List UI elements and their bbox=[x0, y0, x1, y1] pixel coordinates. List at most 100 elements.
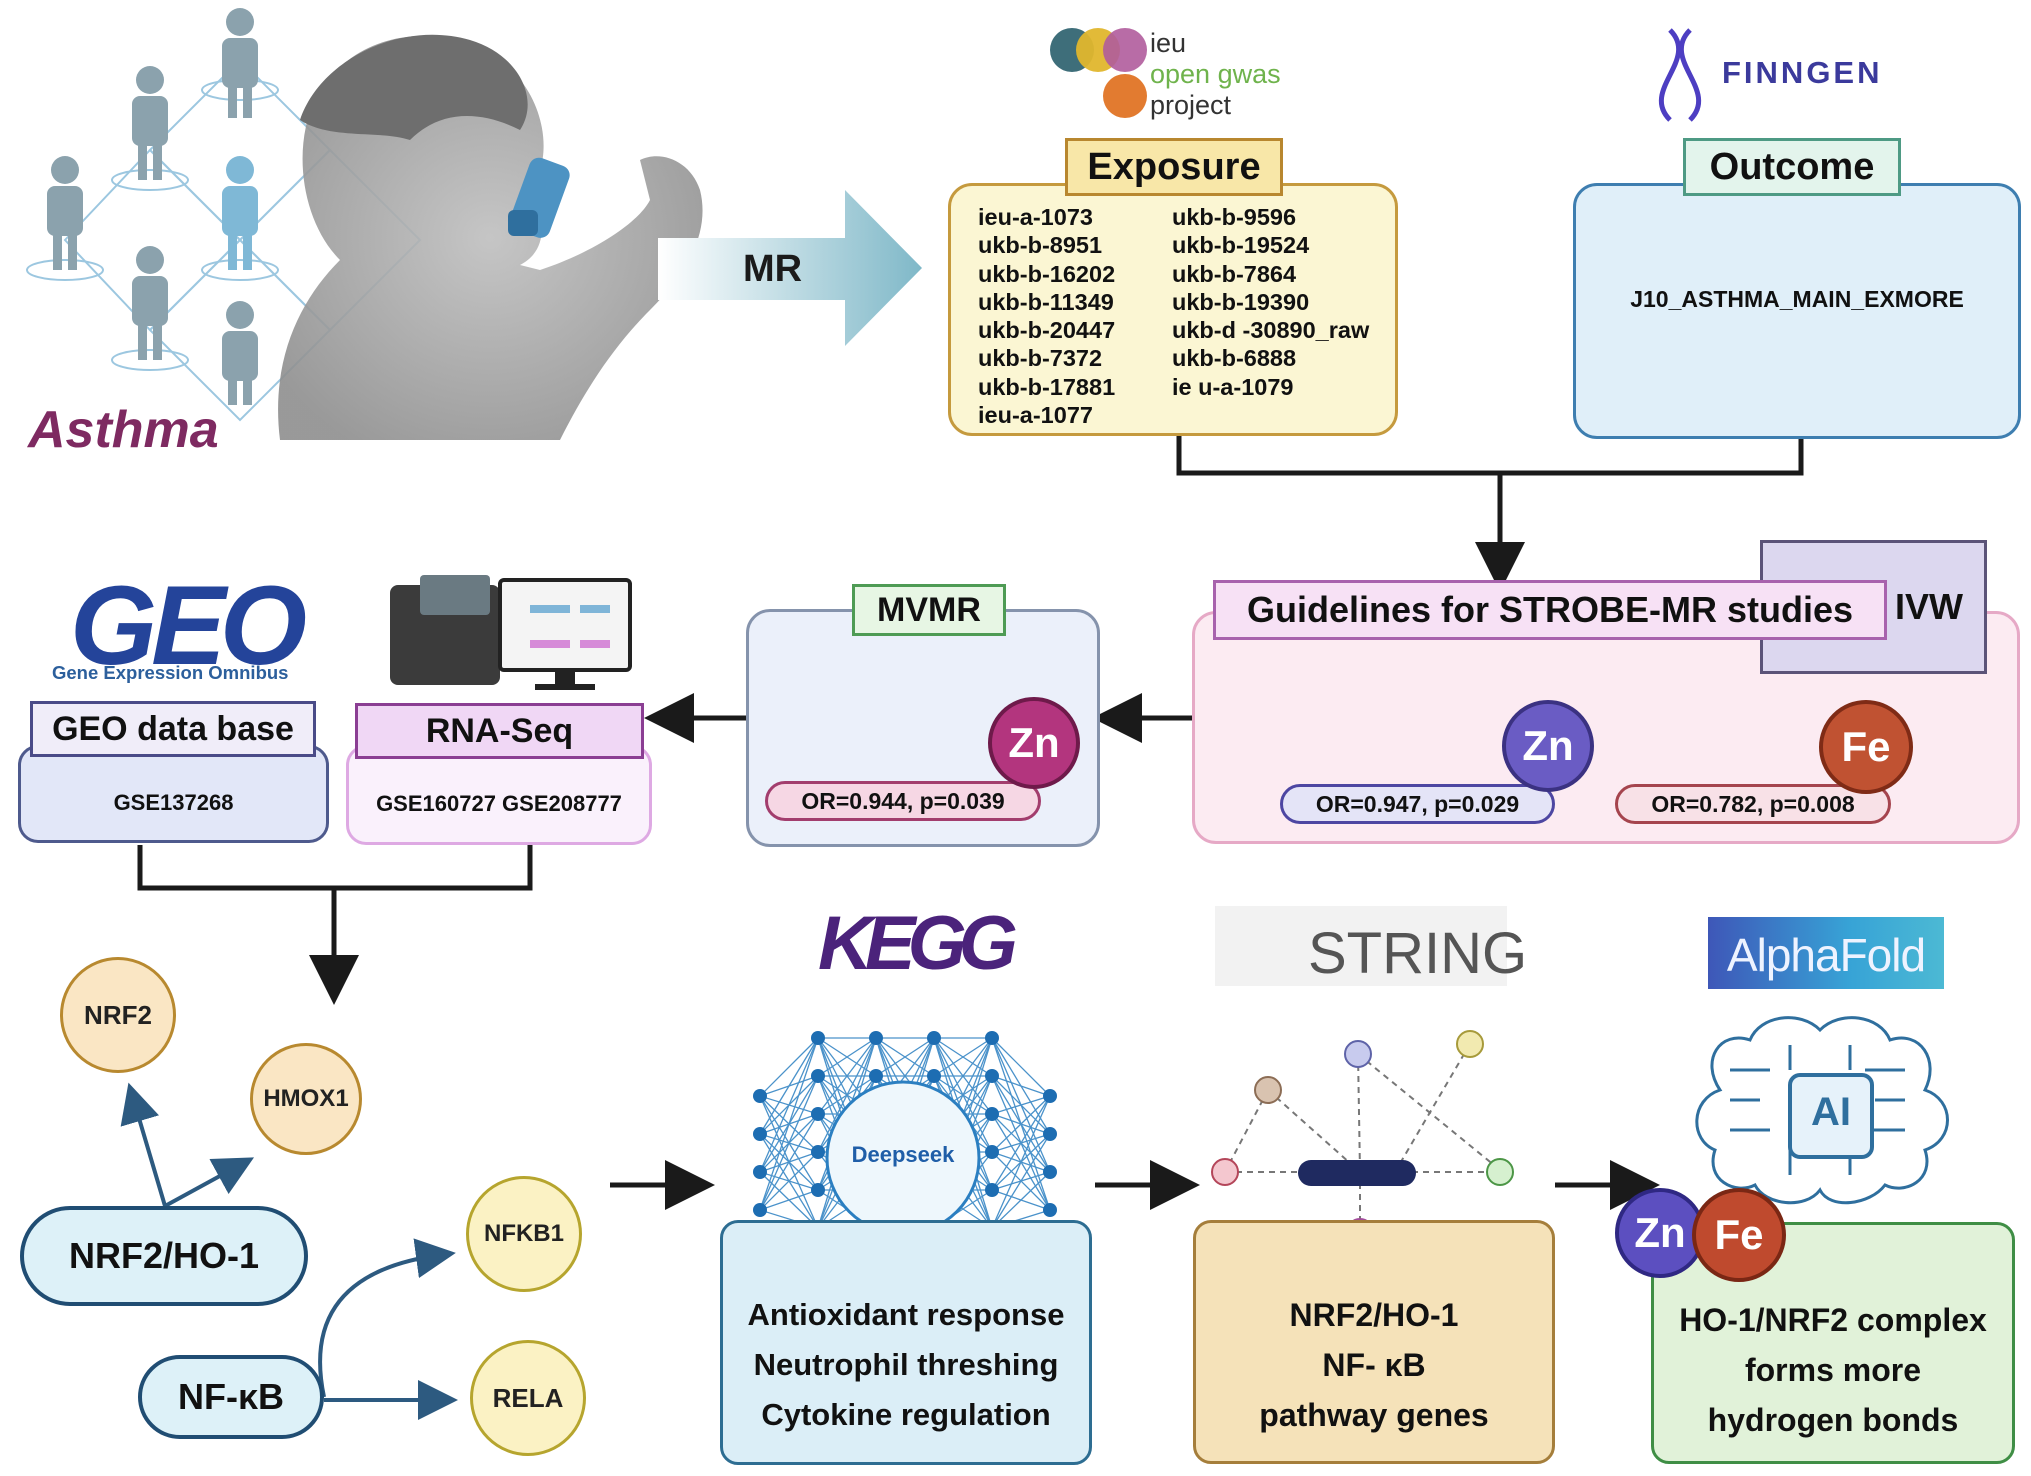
exposure-label: Exposure bbox=[1065, 138, 1283, 196]
exposure-id: ukb-b-16202 bbox=[978, 260, 1116, 287]
network-node bbox=[753, 1165, 767, 1179]
string-results-box bbox=[1193, 1220, 1555, 1464]
string-network-illustration bbox=[1224, 1043, 1501, 1243]
mvmr-zn-badge: Zn bbox=[988, 697, 1080, 789]
alphafold-logo-background bbox=[1708, 917, 1944, 989]
child-inhaler-illustration bbox=[278, 34, 703, 440]
exposure-id: ukb-d -30890_raw bbox=[1172, 317, 1370, 344]
ieu-logo-text: ieu open gwas project bbox=[1150, 28, 1281, 121]
alphafold-logo: AlphaFold bbox=[1726, 929, 1926, 981]
alphafold-result-line: HO-1/NRF2 complex bbox=[1679, 1302, 1987, 1338]
geo-database-box bbox=[18, 745, 329, 843]
network-node bbox=[985, 1145, 999, 1159]
gene-nrf2: NRF2 bbox=[60, 957, 176, 1073]
strobe-mr-label: Guidelines for STROBE-MR studies bbox=[1213, 580, 1887, 640]
network-edge bbox=[933, 1037, 993, 1077]
network-edge bbox=[991, 1037, 1051, 1097]
network-edge bbox=[759, 1113, 819, 1211]
exposure-id: ukb-b-11349 bbox=[978, 288, 1114, 315]
ai-label: AI bbox=[1811, 1090, 1851, 1134]
string-result-line: pathway genes bbox=[1259, 1397, 1489, 1433]
geo-database-label: GEO data base bbox=[30, 701, 316, 757]
asthma-title: Asthma bbox=[28, 401, 219, 459]
geo-rna-connector bbox=[137, 845, 533, 1005]
exposure-id-list: ieu-a-1073 ukb-b-8951 ukb-b-16202 ukb-b-… bbox=[978, 203, 1378, 429]
mr-label: MR bbox=[743, 248, 803, 290]
network-node bbox=[869, 1031, 883, 1045]
geo-dataset-id: GSE137268 bbox=[113, 790, 234, 815]
network-edge bbox=[759, 1151, 819, 1211]
exposure-id: ukb-b-7372 bbox=[978, 345, 1103, 372]
kegg-result-line: Antioxidant response bbox=[747, 1297, 1065, 1332]
gene-nfkb1: NFKB1 bbox=[466, 1176, 582, 1292]
gene-rela: RELA bbox=[470, 1340, 586, 1456]
mr-arrow bbox=[658, 190, 922, 346]
network-node bbox=[985, 1183, 999, 1197]
string-logo: STRING bbox=[1308, 921, 1528, 986]
ieu-logo-line: project bbox=[1150, 90, 1232, 120]
ai-chip-illustration bbox=[1695, 1016, 1949, 1205]
finngen-logo: FINNGEN bbox=[1722, 55, 1883, 90]
rna-seq-label: RNA-Seq bbox=[355, 703, 644, 759]
rna-seq-dataset-ids: GSE160727 GSE208777 bbox=[376, 791, 622, 816]
person-icons bbox=[47, 8, 258, 405]
network-node bbox=[869, 1069, 883, 1083]
network-edge bbox=[991, 1095, 1051, 1229]
network-node bbox=[811, 1183, 825, 1197]
mvmr-odds-ratio: OR=0.944, p=0.039 bbox=[765, 781, 1041, 821]
exposure-id: ieu-a-1077 bbox=[978, 402, 1093, 429]
network-node bbox=[1043, 1089, 1057, 1103]
pathway-arrows bbox=[120, 1082, 458, 1420]
network-node bbox=[927, 1031, 941, 1045]
network-edge bbox=[991, 1133, 1051, 1229]
exposure-id-column-1: ieu-a-1073 ukb-b-8951 ukb-b-16202 ukb-b-… bbox=[978, 203, 1172, 429]
network-edge bbox=[991, 1095, 1051, 1115]
mvmr-label: MVMR bbox=[852, 584, 1006, 636]
network-node bbox=[985, 1107, 999, 1121]
network-node bbox=[753, 1203, 767, 1217]
geo-logo: GEO bbox=[70, 563, 307, 688]
string-logo-background bbox=[1215, 906, 1507, 986]
network-edge bbox=[991, 1171, 1051, 1229]
exposure-id-column-2: ukb-b-9596 ukb-b-19524 ukb-b-7864 ukb-b-… bbox=[1172, 203, 1382, 429]
zn-odds-ratio: OR=0.947, p=0.029 bbox=[1280, 784, 1555, 824]
nrf2-ho1-pathway: NRF2/HO-1 bbox=[20, 1206, 308, 1306]
ieu-logo-line: open gwas bbox=[1150, 59, 1281, 89]
exposure-id: ukb-b-17881 bbox=[978, 373, 1116, 400]
ivw-label: IVW bbox=[1895, 586, 1963, 627]
network-edge bbox=[991, 1095, 1051, 1191]
network-edge bbox=[759, 1037, 819, 1173]
ai-chip-core bbox=[1788, 1073, 1874, 1159]
network-node bbox=[811, 1031, 825, 1045]
kegg-results-text: Antioxidant response Neutrophil threshin… bbox=[720, 1290, 1092, 1440]
alphafold-result-line: hydrogen bonds bbox=[1707, 1402, 1959, 1438]
network-node bbox=[811, 1145, 825, 1159]
exposure-id: ukb-b-19390 bbox=[1172, 288, 1310, 315]
network-node bbox=[811, 1107, 825, 1121]
exposure-id: ukb-b-9596 bbox=[1172, 204, 1297, 230]
exposure-id: ukb-b-20447 bbox=[978, 317, 1116, 344]
zn-badge: Zn bbox=[1502, 700, 1594, 792]
exposure-id: ieu-a-1073 bbox=[978, 204, 1093, 230]
exposure-id: ukb-b-6888 bbox=[1172, 345, 1297, 372]
network-node bbox=[985, 1069, 999, 1083]
ieu-logo-line: ieu bbox=[1150, 28, 1187, 58]
kegg-result-line: Cytokine regulation bbox=[761, 1397, 1051, 1432]
network-edge bbox=[759, 1037, 819, 1135]
network-node bbox=[753, 1127, 767, 1141]
deepseek-label: Deepseek bbox=[851, 1142, 955, 1167]
sequencer-computer-icon bbox=[390, 575, 632, 690]
outcome-id: J10_ASTHMA_MAIN_EXMORE bbox=[1630, 286, 1964, 312]
kegg-results-box bbox=[720, 1220, 1092, 1465]
nfkb-pathway: NF-κB bbox=[138, 1355, 324, 1439]
network-node bbox=[753, 1089, 767, 1103]
alphafold-result-line: forms more bbox=[1744, 1352, 1922, 1388]
network-edge bbox=[817, 1037, 877, 1115]
exposure-id: ukb-b-7864 bbox=[1172, 260, 1297, 287]
network-node bbox=[811, 1069, 825, 1083]
exposure-id: ukb-b-8951 bbox=[978, 232, 1103, 259]
rna-seq-box bbox=[346, 745, 652, 845]
af-fe-badge: Fe bbox=[1692, 1188, 1786, 1282]
string-result-line: NRF2/HO-1 bbox=[1289, 1297, 1459, 1333]
